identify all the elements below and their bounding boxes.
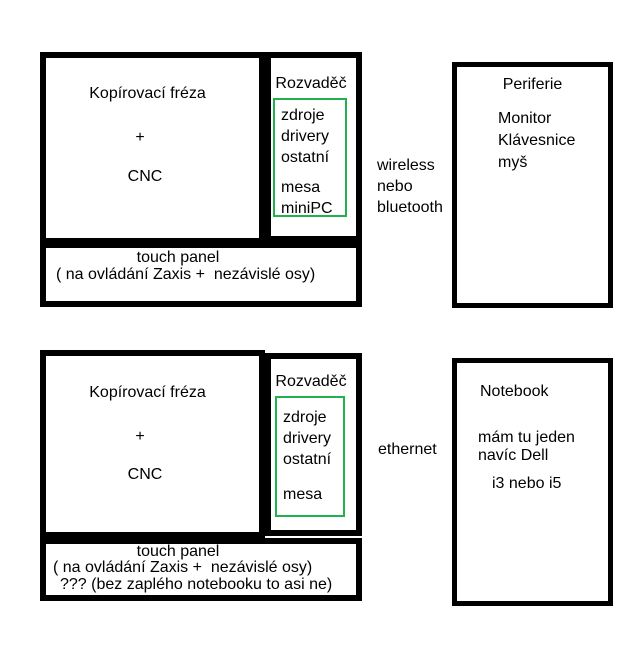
- connection-label-line: bluetooth: [377, 199, 443, 216]
- component-label: zdroje: [281, 107, 325, 124]
- peripheral-item: myš: [498, 154, 528, 171]
- connection-label-top: wireless nebo bluetooth: [377, 155, 443, 218]
- touch-panel-title-bottom: touch panel: [136, 543, 220, 560]
- machine-box-top: [40, 52, 265, 244]
- peripherals-list: Monitor Klávesnice myš: [498, 108, 575, 174]
- touch-panel-title-top: touch panel: [136, 249, 220, 266]
- connection-label-line: nebo: [377, 178, 413, 195]
- touch-panel-note-bottom: ( na ovládání Zaxis + nezávislé osy): [53, 559, 313, 576]
- notebook-cpu-line: i3 nebo i5: [492, 475, 562, 492]
- touch-panel-box-bottom: [40, 538, 362, 601]
- notebook-description-line: mám tu jeden: [478, 429, 575, 446]
- touch-panel-box-top: [40, 242, 362, 307]
- peripheral-item: Klávesnice: [498, 132, 576, 149]
- cabinet-inner-box-bottom: zdroje drivery ostatní mesa: [275, 396, 345, 517]
- connection-label-bottom: ethernet: [378, 441, 437, 459]
- connection-label-line: wireless: [377, 157, 435, 174]
- notebook-box: [452, 358, 613, 606]
- component-label: ostatní: [281, 149, 330, 166]
- cabinet-inner-box-top: zdroje drivery ostatní mesa miniPC: [273, 98, 347, 217]
- peripherals-box: [452, 62, 613, 308]
- machine-title-bottom: Kopírovací fréza: [89, 384, 206, 401]
- component-label: drivery: [283, 430, 332, 447]
- component-label: mesa: [281, 179, 321, 196]
- notebook-description: mám tu jeden navíc Dell: [478, 429, 575, 465]
- machine-subtitle-top: CNC: [127, 168, 163, 185]
- cabinet-title-top: Rozvaděč: [275, 75, 347, 92]
- connection-label-line: ethernet: [378, 441, 437, 458]
- machine-title-top: Kopírovací fréza: [89, 85, 206, 102]
- component-label: drivery: [281, 128, 330, 145]
- machine-plus-bottom: +: [135, 428, 145, 445]
- machine-plus-top: +: [135, 129, 145, 146]
- peripheral-item: Monitor: [498, 110, 552, 127]
- notebook-title: Notebook: [480, 383, 549, 400]
- component-label: ostatní: [283, 451, 332, 468]
- touch-panel-question-bottom: ??? (bez zaplého notebooku to asi ne): [60, 576, 333, 593]
- cabinet-title-bottom: Rozvaděč: [275, 373, 347, 390]
- touch-panel-note-top: ( na ovládání Zaxis + nezávislé osy): [56, 266, 316, 283]
- component-label: mesa: [283, 486, 323, 503]
- notebook-description-line: navíc Dell: [478, 447, 549, 464]
- machine-box-bottom: [40, 350, 265, 538]
- component-label: miniPC: [281, 200, 333, 217]
- peripherals-title: Periferie: [502, 76, 563, 93]
- component-label: zdroje: [283, 409, 327, 426]
- machine-subtitle-bottom: CNC: [127, 466, 163, 483]
